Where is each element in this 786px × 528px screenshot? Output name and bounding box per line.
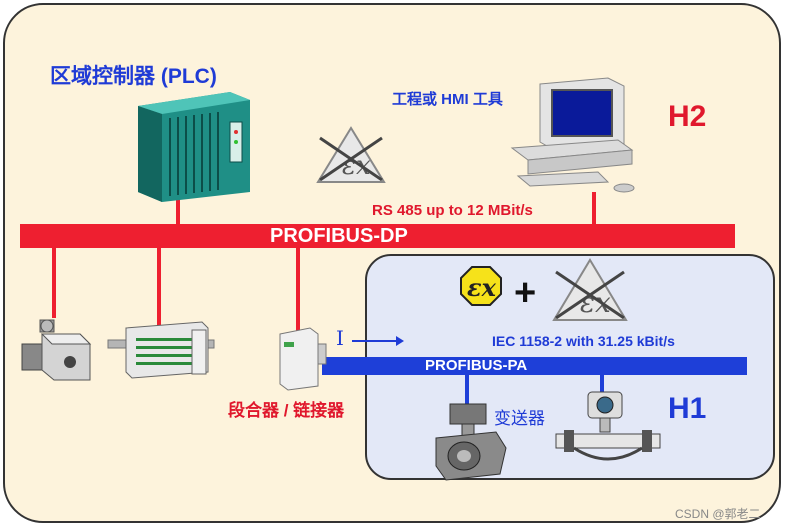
pa-bus-label: PROFIBUS-PA xyxy=(425,357,528,374)
transmitter-label: 变送器 xyxy=(494,409,545,429)
iec-label: IEC 1158-2 with 31.25 kBit/s xyxy=(492,333,675,349)
plus-sign: + xyxy=(514,272,537,314)
coupler-icon xyxy=(279,327,327,391)
io-module-icon xyxy=(107,321,215,379)
profibus-dp-bus xyxy=(20,224,735,248)
valve-positioner-icon xyxy=(435,403,507,481)
rs485-label: RS 485 up to 12 MBit/s xyxy=(372,202,533,219)
dp-drop-hmi xyxy=(592,192,596,226)
watermark: CSDN @郭老二 xyxy=(675,507,761,521)
profibus-pa-bus xyxy=(322,357,747,375)
pump-icon xyxy=(21,319,92,381)
dp-drop-coupler xyxy=(296,246,300,332)
level-h2-label: H2 xyxy=(668,100,707,133)
svg-text:εx: εx xyxy=(467,273,497,302)
ex-crossed-pa-icon: εx xyxy=(552,258,628,321)
workstation-icon xyxy=(510,77,635,193)
dp-drop-io xyxy=(157,246,161,328)
coupler-label: 段合器 / 链接器 xyxy=(228,401,345,420)
level-h1-label: H1 xyxy=(668,392,707,425)
plc-title: 区域控制器 (PLC) xyxy=(50,65,217,88)
ex-hazard-icon: εx xyxy=(460,266,502,306)
flow-transmitter-icon xyxy=(555,391,661,461)
pa-drop-positioner xyxy=(465,373,469,409)
dp-drop-pump xyxy=(52,246,56,318)
current-arrow-icon xyxy=(352,336,404,346)
ex-crossed-icon: εx xyxy=(316,126,386,183)
plc-rack-icon xyxy=(138,92,250,202)
pa-drop-flow xyxy=(600,373,604,395)
hmi-label: 工程或 HMI 工具 xyxy=(392,91,503,108)
dp-bus-label: PROFIBUS-DP xyxy=(270,225,408,247)
dp-drop-plc xyxy=(176,198,180,226)
current-symbol: I xyxy=(336,326,344,350)
